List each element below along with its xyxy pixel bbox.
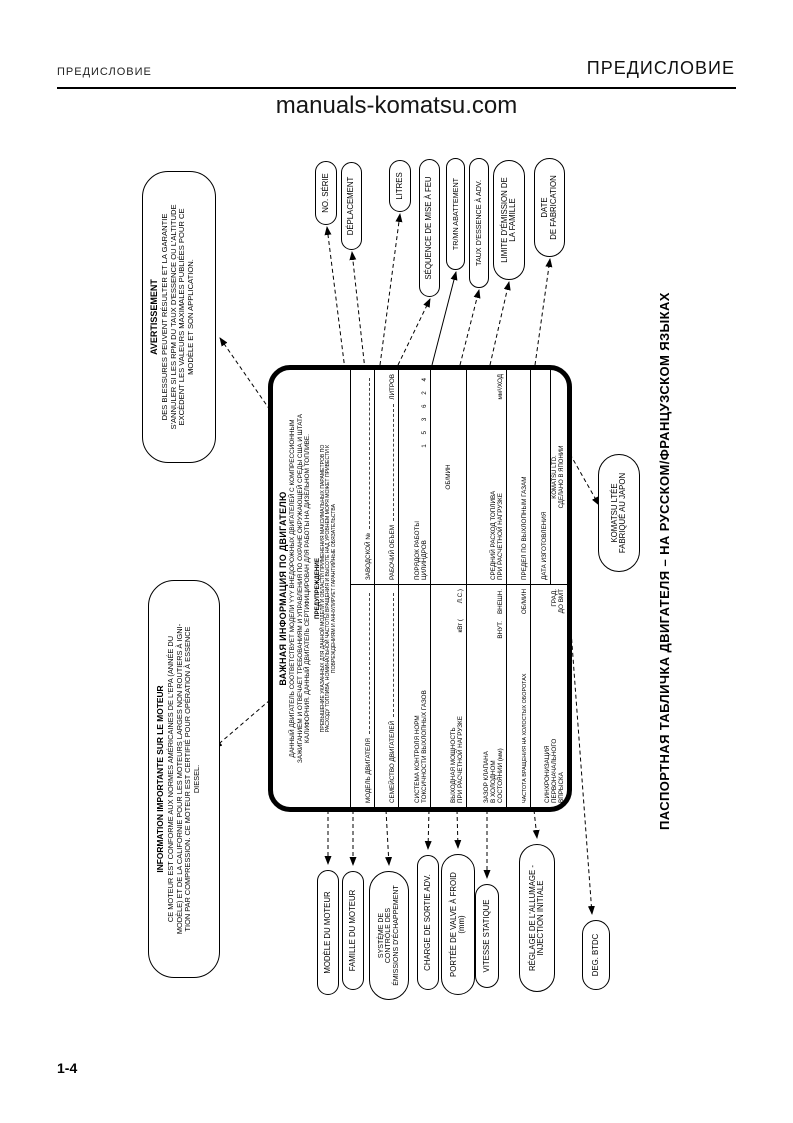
page-number: 1-4 xyxy=(57,1060,78,1076)
table-row: РАБОЧИЙ ОБЪЕМ ЛИТРОВ xyxy=(375,370,399,584)
callout-deg-btdc: DEG. BTDC xyxy=(582,920,610,990)
callout-modele-moteur: MODÈLE DU MOTEUR xyxy=(317,870,339,995)
header-left: ПРЕДИСЛОВИЕ xyxy=(57,66,152,78)
table-row: ЧАСТОТА ВРАЩЕНИЯ НА ХОЛОСТЫХ ОБОРОТАХ ОБ… xyxy=(507,585,531,807)
table-row: СЕМЕЙСТВО ДВИГАТЕЛЕЙ xyxy=(375,585,399,807)
callout-title: AVERTISSEMENT xyxy=(149,279,159,355)
callout-famille-moteur: FAMILLE DU MOTEUR xyxy=(342,871,364,990)
callout-vitesse-statique: VITESSE STATIQUE xyxy=(475,884,499,988)
table-row: ПОРЯДОК РАБОТЫ ЦИЛИНДРОВ 1 5 3 6 2 4 xyxy=(399,370,431,584)
header-rule xyxy=(57,87,736,89)
nameplate-warning-text: ПРЕВЫШЕНИЕ УКАЗАННЫХ ДЛЯ ДАННОЙ МОДЕЛИ И… xyxy=(319,444,338,733)
callout-charge-sortie: CHARGE DE SORTIE ADV. xyxy=(417,855,439,990)
callout-avertissement: AVERTISSEMENT DES BLESSURES PEUVENT RÉSU… xyxy=(142,171,216,463)
table-row: ВЫХОДНАЯ МОЩНОСТЬ ПРИ РАСЧЕТНОЙ НАГРУЗКЕ… xyxy=(431,585,467,807)
table-row: ДАТА ИЗГОТОВЛЕНИЯ xyxy=(531,370,551,584)
watermark: manuals-komatsu.com xyxy=(275,92,518,119)
callout-systeme-controle: SYSTÈME DE CONTRÔLE DES ÉMISSIONS D'ÉCHA… xyxy=(369,871,409,1000)
callout-title: INFORMATION IMPORTANTE SUR LE MOTEUR xyxy=(155,685,165,873)
callout-limite-emission: LIMITE D'ÉMISSION DE LA FAMILLE xyxy=(493,160,525,280)
table-row: ЗАЗОР КЛАПАНА В ХОЛОДНОМ СОСТОЯНИИ (мм) … xyxy=(467,585,507,807)
callout-taux-essence: TAUX D'ESSENCE À ADV. xyxy=(469,158,489,288)
table-row: ПРЕДЕЛ ПО ВЫХЛОПНЫМ ГАЗАМ xyxy=(507,370,531,584)
callout-information-moteur: INFORMATION IMPORTANTE SUR LE MOTEUR CE … xyxy=(148,580,220,978)
callout-body: DES BLESSURES PEUVENT RÉSULTER ET LA GAR… xyxy=(160,204,196,430)
table-row: МОДЕЛЬ ДВИГАТЕЛЯ xyxy=(351,585,375,807)
nameplate-left-column: МОДЕЛЬ ДВИГАТЕЛЯ СЕМЕЙСТВО ДВИГАТЕЛЕЙ СИ… xyxy=(351,585,567,807)
callout-deplacement: DÉPLACEMENT xyxy=(341,162,362,250)
nameplate-title: ВАЖНАЯ ИНФОРМАЦИЯ ПО ДВИГАТЕЛЮ xyxy=(278,491,288,686)
callout-komatsu-ltee: KOMATSU LTÉE FABRIQUÉ AU JAPON xyxy=(598,454,640,572)
figure-caption: ПАСПОРТНАЯ ТАБЛИЧКА ДВИГАТЕЛЯ – НА РУССК… xyxy=(657,292,672,830)
callout-tr-mn: TR/MN ABATTEMENT xyxy=(446,158,465,270)
callout-portee-valve: PORTÉE DE VALVE À FROID (mm) xyxy=(441,854,475,995)
engine-nameplate: ВАЖНАЯ ИНФОРМАЦИЯ ПО ДВИГАТЕЛЮ ДАННЫЙ ДВ… xyxy=(268,365,572,812)
callout-no-serie: NO. SÉRIE xyxy=(315,161,337,225)
nameplate-header: ВАЖНАЯ ИНФОРМАЦИЯ ПО ДВИГАТЕЛЮ ДАННЫЙ ДВ… xyxy=(273,370,351,807)
callout-reglage-allumage: RÉGLAGE DE L'ALLUMAGE - INJECTION INITIA… xyxy=(519,844,555,992)
callout-body: CE MOTEUR EST CONFORME AUX NORMES AMÉRIC… xyxy=(166,623,201,935)
table-row: KOMATSU LTD. СДЕЛАНО В ЯПОНИИ xyxy=(552,445,565,509)
table-row: СИНХРОНИЗАЦИЯ ПЕРВОНАЧАЛЬНОГО ВПРЫСКА ГР… xyxy=(543,589,565,803)
callout-sequence-mise-a-feu: SÉQUENCE DE MISE À FEU xyxy=(419,159,440,297)
callout-date-fabrication: DATE DE FABRICATION xyxy=(534,158,565,257)
table-row: СРЕДНИЙ РАСХОД ТОПЛИВА ПРИ РАСЧЕТНОЙ НАГ… xyxy=(467,370,507,584)
table-row: ЗАВОДСКОЙ № xyxy=(351,370,375,584)
callout-litres: LITRES xyxy=(389,160,411,212)
table-row: СИСТЕМА КОНТРОЛЯ НОРМ ТОКСИЧНОСТИ ВЫХЛОП… xyxy=(399,585,431,807)
nameplate-intro: ДАННЫЙ ДВИГАТЕЛЬ СООТВЕТСТВУЕТ МОДЕЛИ YY… xyxy=(289,413,312,764)
header-right: ПРЕДИСЛОВИЕ xyxy=(586,58,735,78)
nameplate-diagram: ВАЖНАЯ ИНФОРМАЦИЯ ПО ДВИГАТЕЛЮ ДАННЫЙ ДВ… xyxy=(140,150,700,1010)
nameplate-table: МОДЕЛЬ ДВИГАТЕЛЯ СЕМЕЙСТВО ДВИГАТЕЛЕЙ СИ… xyxy=(351,370,567,807)
table-row: ОБ/МИН xyxy=(431,370,467,584)
nameplate-right-column: ЗАВОДСКОЙ № РАБОЧИЙ ОБЪЕМ ЛИТРОВ ПОРЯДОК… xyxy=(351,370,567,585)
